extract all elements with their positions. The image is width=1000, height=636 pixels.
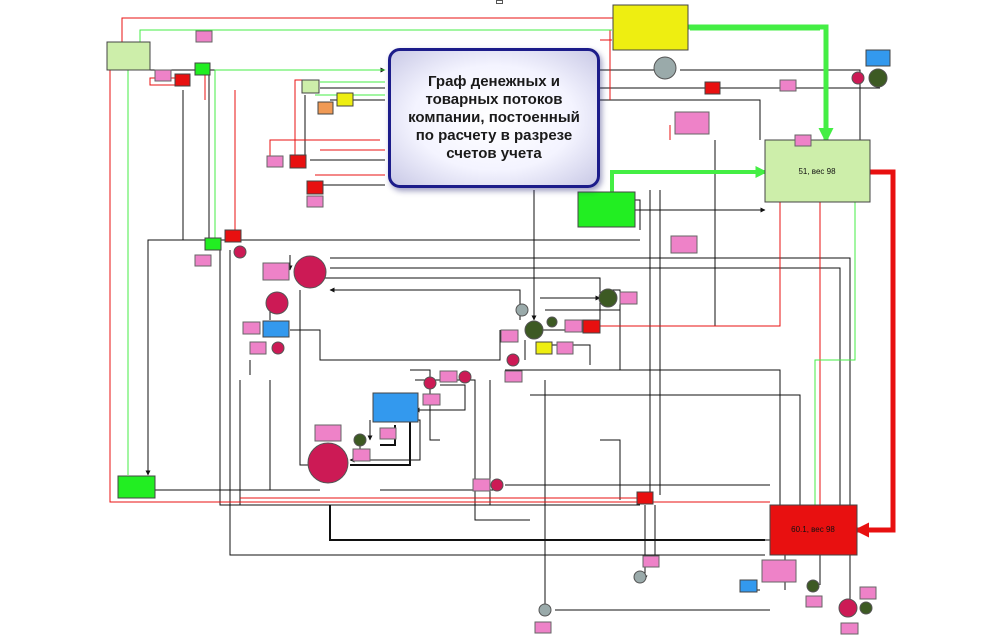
red-flow-lines xyxy=(109,17,821,505)
small-square-nodes xyxy=(174,49,891,593)
node-red-1[interactable] xyxy=(174,73,191,87)
node-blue-small-2[interactable] xyxy=(865,49,891,67)
node-magenta-small[interactable] xyxy=(490,478,504,492)
node-blue-small-3[interactable] xyxy=(739,579,758,593)
node-magenta-small[interactable] xyxy=(233,245,247,259)
node-magenta-small[interactable] xyxy=(851,71,865,85)
node-51-label: 51, вес 98 xyxy=(798,167,836,176)
thick-green-flows xyxy=(610,24,834,200)
pink-box[interactable] xyxy=(439,370,458,383)
node-51[interactable] xyxy=(764,139,871,203)
pink-box[interactable] xyxy=(422,393,441,406)
large-nodes: 51, вес 98 60.1, вес 98 xyxy=(106,4,871,556)
node-grey-small[interactable] xyxy=(515,303,529,317)
pink-box[interactable] xyxy=(564,319,583,333)
pink-box[interactable] xyxy=(642,555,660,568)
pink-box[interactable] xyxy=(779,79,797,92)
node-magenta-small[interactable] xyxy=(423,376,437,390)
pink-box[interactable] xyxy=(556,341,574,355)
pink-box[interactable] xyxy=(794,134,812,147)
pink-box[interactable] xyxy=(154,69,172,82)
graph-title-box: Граф денежных и товарных потоков компани… xyxy=(388,48,600,188)
node-magenta-small[interactable] xyxy=(506,353,520,367)
node-orange-small[interactable] xyxy=(317,101,334,115)
node-grey-1[interactable] xyxy=(653,56,677,80)
pink-box[interactable] xyxy=(674,111,710,135)
node-yellow-small-1[interactable] xyxy=(336,92,354,107)
node-magenta-med[interactable] xyxy=(265,291,289,315)
pink-box[interactable] xyxy=(352,448,371,462)
pink-label-boxes xyxy=(154,30,877,635)
node-yellow-small-2[interactable] xyxy=(535,341,553,355)
node-magenta-large-2[interactable] xyxy=(307,442,349,484)
node-red-5[interactable] xyxy=(224,229,242,243)
pink-box[interactable] xyxy=(534,621,552,634)
pink-box[interactable] xyxy=(194,254,212,267)
node-red-3[interactable] xyxy=(306,180,324,195)
node-green-mid[interactable] xyxy=(577,191,636,228)
pink-box[interactable] xyxy=(472,478,491,492)
node-olive-small[interactable] xyxy=(546,316,558,328)
pink-box[interactable] xyxy=(262,262,290,281)
pink-box[interactable] xyxy=(859,586,877,600)
pink-box[interactable] xyxy=(249,341,267,355)
pink-box[interactable] xyxy=(306,195,324,208)
node-magenta-med-2[interactable] xyxy=(838,598,858,618)
pink-box[interactable] xyxy=(805,595,823,608)
node-blue-small-1[interactable] xyxy=(262,320,290,338)
circle-nodes xyxy=(233,56,888,618)
node-olive-small[interactable] xyxy=(353,433,367,447)
node-olive-small[interactable] xyxy=(806,579,820,593)
node-olive-small[interactable] xyxy=(859,601,873,615)
node-lightgreen-small[interactable] xyxy=(301,79,320,94)
node-grey-small[interactable] xyxy=(633,570,647,584)
node-grey-small[interactable] xyxy=(538,603,552,617)
pink-box[interactable] xyxy=(761,559,797,583)
node-magenta-large-1[interactable] xyxy=(293,255,327,289)
node-red-6[interactable] xyxy=(582,319,601,334)
node-green-bottomleft[interactable] xyxy=(117,475,156,499)
pink-box[interactable] xyxy=(195,30,213,43)
pink-box[interactable] xyxy=(670,235,698,254)
node-red-2[interactable] xyxy=(289,154,307,169)
top-marker xyxy=(496,0,503,4)
pink-box[interactable] xyxy=(619,291,638,305)
node-60-1-label: 60.1, вес 98 xyxy=(791,525,835,534)
node-lightgreen-topleft[interactable] xyxy=(106,41,151,71)
node-magenta-small[interactable] xyxy=(271,341,285,355)
pink-box[interactable] xyxy=(266,155,284,168)
node-60-1[interactable] xyxy=(769,504,858,556)
node-top-yellow[interactable] xyxy=(612,4,689,51)
pink-box[interactable] xyxy=(314,424,342,442)
node-olive-2[interactable] xyxy=(598,288,618,308)
node-blue-mid[interactable] xyxy=(372,392,419,423)
pink-box[interactable] xyxy=(840,622,859,635)
node-magenta-small[interactable] xyxy=(458,370,472,384)
graph-title: Граф денежных и товарных потоков компани… xyxy=(408,73,580,162)
node-red-7[interactable] xyxy=(636,491,654,505)
thick-red-flow xyxy=(854,169,896,538)
node-green-small-2[interactable] xyxy=(204,237,222,251)
pink-box[interactable] xyxy=(242,321,261,335)
pink-box[interactable] xyxy=(379,427,397,440)
node-olive-1[interactable] xyxy=(868,68,888,88)
pink-box[interactable] xyxy=(504,370,523,383)
pink-box[interactable] xyxy=(500,329,519,343)
node-red-4[interactable] xyxy=(704,81,721,95)
node-green-small-1[interactable] xyxy=(194,62,211,76)
node-olive-3[interactable] xyxy=(524,320,544,340)
